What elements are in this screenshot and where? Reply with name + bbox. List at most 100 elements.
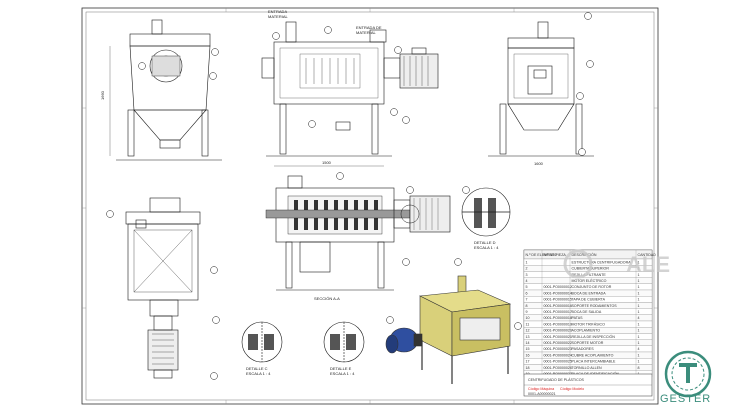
bom-cell: 0001-PO0000016 xyxy=(544,304,572,308)
bom-cell: TORNILLO ALLEN xyxy=(572,366,602,370)
bom-cell: 0001-PO0000026 xyxy=(544,366,572,370)
bom-cell: BOCA DE ENTRADA xyxy=(572,291,607,295)
bom-cell: 1 xyxy=(638,273,640,277)
bom-cell: 1 xyxy=(638,329,640,333)
dimension-width: 1500 xyxy=(322,160,332,165)
bom-cell: 15 xyxy=(526,347,530,351)
ref-label: Código Modelo xyxy=(560,387,584,391)
bom-cell: 0001-PO0000015 xyxy=(544,298,572,302)
watermark: ALE xyxy=(563,249,670,279)
bom-cell: 1 xyxy=(638,360,640,364)
bom-cell: 1 xyxy=(638,291,640,295)
bom-cell: 3 xyxy=(526,273,528,277)
bom-cell: 0001-PO0000023 xyxy=(544,347,572,351)
watermark-text: ALE xyxy=(626,252,670,277)
bom-cell: CUBRE ACOPLAMIENTO xyxy=(572,353,614,357)
bom-cell: 0001-PO0000012 xyxy=(544,285,572,289)
bom-cell: ESTRUCTURA CENTRIFUGADORA xyxy=(572,260,632,264)
bom-cell: 1 xyxy=(526,260,528,264)
bom-cell: 8 xyxy=(526,304,528,308)
bom-cell: SOPORTE MOTOR xyxy=(572,341,604,345)
bom-cell: 1 xyxy=(638,322,640,326)
isometric-view xyxy=(385,275,512,384)
section-a-a-view xyxy=(265,175,451,291)
detail-c xyxy=(241,321,283,363)
gester-text: GESTER xyxy=(660,393,711,405)
left-side-view xyxy=(109,19,222,161)
bom-cell: 1 xyxy=(638,335,640,339)
bom-cell: 10 xyxy=(526,316,530,320)
bom-cell: 14 xyxy=(526,341,530,345)
bom-cell: 1 xyxy=(638,267,640,271)
bom-cell: 1 xyxy=(638,310,640,314)
bom-header-cell: DESCRIPCIÓN xyxy=(572,252,597,257)
bom-cell: 16 xyxy=(526,353,530,357)
callout-balloons xyxy=(106,12,594,380)
bom-cell: 11 xyxy=(526,322,530,326)
bom-cell: MOTOR TRIFÁSICO xyxy=(572,322,606,326)
bom-title: CENTRIFUGADO DE PLÁSTICOS xyxy=(528,378,585,382)
bom-cell: 7 xyxy=(526,298,528,302)
bom-header-cell: N.º DE PIEZA xyxy=(544,253,567,257)
bom-cell: 6 xyxy=(526,291,528,295)
detail-e xyxy=(323,321,365,363)
bom-cell: 2 xyxy=(526,267,528,271)
bom-cell: 0001-PO0000025 xyxy=(544,360,572,364)
bom-cell: 0001-PO0000017 xyxy=(544,310,572,314)
bom-cell: 8 xyxy=(638,366,640,370)
bom-cell: 5 xyxy=(526,285,528,289)
bom-cell: 18 xyxy=(526,366,530,370)
bom-cell: 0001-PO0000020 xyxy=(544,329,572,333)
bom-cell: 12 xyxy=(526,329,530,333)
bom-cell: 1 xyxy=(638,341,640,345)
bom-cell: PLACA INTERCAMBIABLE xyxy=(572,360,617,364)
bom-cell: 1 xyxy=(638,353,640,357)
right-side-view xyxy=(488,21,594,157)
code-label: Código Máquina xyxy=(528,387,554,391)
bom-cell: PATAS xyxy=(572,316,584,320)
bom-cell: 1 xyxy=(638,285,640,289)
bom-cell: TAPA DE CUBIERTA xyxy=(572,298,606,302)
bom-cell: 4 xyxy=(526,279,528,283)
bom-cell: 0001-PO0000021 xyxy=(544,335,572,339)
front-view xyxy=(261,21,439,167)
bom-cell: 9 xyxy=(526,310,528,314)
bom-cell: 1 xyxy=(638,260,640,264)
bom-cell: 4 xyxy=(638,347,640,351)
bom-cell: 13 xyxy=(526,335,530,339)
bom-cell: 0001-PO0000014 xyxy=(544,291,572,295)
bom-cell: REJILLA FILTRANTE xyxy=(572,273,607,277)
bom-header-cell: N.º DE ELEMENTO xyxy=(526,253,558,257)
bom-cell: 17 xyxy=(526,360,530,364)
code-value: 0001-A00000021 xyxy=(528,392,556,396)
bom-cell: 0001-PO0000018 xyxy=(544,316,572,320)
bom-cell: REJILLA DE INSPECCIÓN xyxy=(572,334,616,339)
bom-cell: PLACA DE IDENTIFICACIÓN xyxy=(572,371,620,376)
bom-cell: BOCA DE SALIDA xyxy=(572,310,602,314)
section-label: SECCIÓN A-A xyxy=(314,296,340,301)
bom-cell: 1 xyxy=(638,279,640,283)
zone-ticks xyxy=(82,8,658,404)
bom-cell: 0001-PO0000022 xyxy=(544,341,572,345)
detail-d xyxy=(461,187,511,237)
bom-cell: CONJUNTO DE ROTOR xyxy=(572,285,612,289)
dimension-side: 1600 xyxy=(534,161,544,166)
bom-cell: 1 xyxy=(638,304,640,308)
bom-cell: 0001-PO0000024 xyxy=(544,353,572,357)
bom-cell: 1 xyxy=(638,298,640,302)
top-plan-view xyxy=(125,197,201,379)
bom-cell: 0001-PO0000019 xyxy=(544,322,572,326)
bom-cell: ACOPLAMIENTO xyxy=(572,329,601,333)
bom-cell: PASADORES xyxy=(572,347,595,351)
dimension-height: 1660 xyxy=(100,90,105,100)
bom-header-cell: CANTIDAD xyxy=(638,253,657,257)
bom-cell: SOPORTE RODAMIENTOS xyxy=(572,304,618,308)
bom-cell: 4 xyxy=(638,316,640,320)
